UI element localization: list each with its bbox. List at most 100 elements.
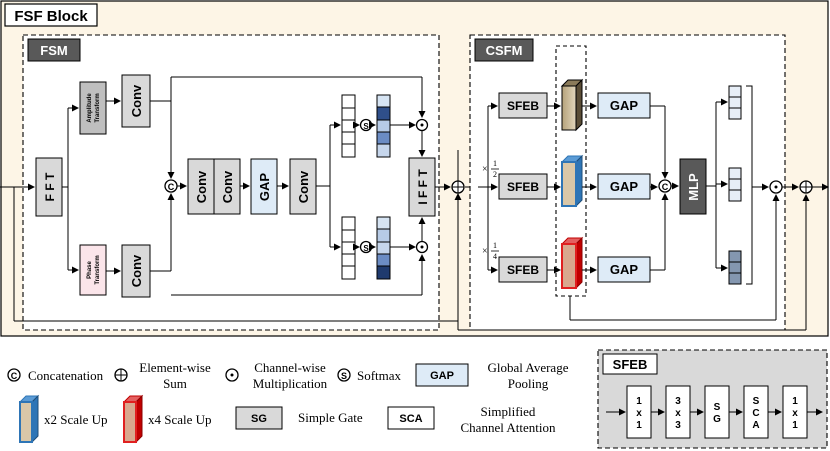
csfm-gap-2 <box>597 173 651 200</box>
fsm-bottom-attention-vector <box>376 216 391 280</box>
csfm-feature-block-3 <box>560 236 584 290</box>
svg-text:Concatenation: Concatenation <box>28 368 104 383</box>
fsm-conv1-label: Conv <box>194 170 209 203</box>
fsm-concat-label: C <box>168 182 175 192</box>
csfm-feature-group <box>555 45 587 297</box>
svg-text:Pooling: Pooling <box>508 376 549 391</box>
csfm-connections <box>457 85 829 331</box>
svg-text:Multiplication: Multiplication <box>253 376 328 391</box>
csfm-sfeb-1 <box>498 92 548 119</box>
sfeb-detail-block-1 <box>626 385 652 439</box>
fsm-top-attention-vector <box>376 94 391 158</box>
legend-sg: SG Simple Gate <box>235 406 363 430</box>
fsm-connections <box>0 76 478 322</box>
legend-element-sum: Element-wise Sum <box>114 360 211 391</box>
svg-text:Element-wise: Element-wise <box>139 360 211 375</box>
phase-label-2: Transform <box>95 255 101 284</box>
fsf-title: FSF Block <box>14 8 88 25</box>
csfm-weight-vector-1 <box>728 85 742 120</box>
csfm-gap-3 <box>597 256 651 283</box>
svg-text:SCA: SCA <box>399 413 422 425</box>
phase-conv-label: Conv <box>129 254 144 287</box>
fsm-bottom-vector <box>341 216 356 280</box>
fsm-softmax-top-label: S <box>363 122 369 131</box>
fsf-final-sum <box>799 180 813 194</box>
sfeb-detail-block-5-char: 1 <box>792 420 798 431</box>
csfm-sfeb-2-label: SFEB <box>507 180 539 194</box>
phase-conv-block <box>121 244 151 298</box>
svg-text:SG: SG <box>251 413 267 425</box>
csfm-title-box <box>474 38 534 62</box>
sfeb-detail-block-3-char: S <box>714 402 721 413</box>
svg-text:GAP: GAP <box>430 370 454 382</box>
fsm-mult-bottom <box>415 240 429 254</box>
scale-quarter-prefix: × <box>482 246 488 257</box>
sfeb-detail-block-4-char: S <box>753 396 760 407</box>
csfm-mult <box>769 180 783 194</box>
csfm-concat-label: C <box>662 182 669 192</box>
fsm-top-vector <box>341 94 356 158</box>
legend-softmax: S Softmax <box>337 368 402 383</box>
csfm-mlp-label: MLP <box>686 173 701 201</box>
fsm-conv1-block <box>187 158 215 215</box>
fsm-gap-label: GAP <box>257 173 272 202</box>
sfeb-detail-block-1-char: 1 <box>636 396 642 407</box>
sfeb-detail-block-4-char: A <box>752 420 759 431</box>
fsm-mult-top <box>415 118 429 132</box>
amplitude-transform-block <box>79 81 107 135</box>
ifft-label: I F F T <box>416 169 430 205</box>
sfeb-detail-block-5-char: 1 <box>792 396 798 407</box>
fsm-conv2-block <box>213 158 241 215</box>
amplitude-conv-label: Conv <box>129 84 144 117</box>
csfm-feature-block-2 <box>560 154 584 208</box>
fsm-softmax-bottom-label: S <box>363 244 369 253</box>
svg-text:Simplified: Simplified <box>481 404 536 419</box>
fsm-conv2-label: Conv <box>220 170 235 203</box>
sfeb-detail-block-5-char: x <box>792 408 798 419</box>
legend-concatenation: C Concatenation <box>7 368 104 383</box>
svg-text:Channel Attention: Channel Attention <box>461 420 556 435</box>
sfeb-detail-block-1-char: 1 <box>636 420 642 431</box>
csfm-weight-vector-3 <box>728 250 742 285</box>
legend-x2-scale: x2 Scale Up <box>18 394 108 444</box>
svg-text:x4 Scale Up: x4 Scale Up <box>148 412 212 427</box>
svg-text:Simple Gate: Simple Gate <box>298 410 363 425</box>
csfm-sfeb-1-label: SFEB <box>507 99 539 113</box>
svg-text:Channel-wise: Channel-wise <box>254 360 326 375</box>
svg-text:S: S <box>341 371 347 381</box>
fsm-title-box <box>27 38 81 62</box>
fsm-gap-block <box>250 158 278 215</box>
legend-channel-mult: Channel-wise Multiplication <box>225 360 328 391</box>
scale-quarter-den: 4 <box>493 252 497 261</box>
sfeb-detail-block-4 <box>743 385 769 439</box>
sfeb-detail-block-1-char: x <box>636 408 642 419</box>
scale-half-prefix: × <box>482 164 488 175</box>
svg-text:Global Average: Global Average <box>488 360 569 375</box>
phase-label-1: Phase <box>87 261 93 279</box>
csfm-gap-2-label: GAP <box>610 179 639 194</box>
fft-label: F F T <box>43 172 57 201</box>
legend-x4-scale: x4 Scale Up <box>122 394 212 444</box>
scale-half-num: 1 <box>493 159 497 168</box>
amplitude-label-2: Transform <box>95 93 101 122</box>
svg-text:Softmax: Softmax <box>357 368 402 383</box>
legend-sca: SCA Simplified Channel Attention <box>387 404 556 435</box>
fsm-conv3-label: Conv <box>296 170 311 203</box>
fsf-title-box <box>4 3 98 27</box>
phase-transform-block <box>79 244 107 296</box>
csfm-title: CSFM <box>486 43 523 58</box>
fsm-title: FSM <box>40 43 67 58</box>
legend-gap: GAP Global Average Pooling <box>415 360 569 391</box>
sfeb-detail-block-4-char: C <box>752 408 759 419</box>
scale-half-den: 2 <box>493 170 497 179</box>
sfeb-detail-block-3 <box>704 385 730 439</box>
svg-text:Sum: Sum <box>163 376 187 391</box>
amplitude-conv-block <box>121 74 151 128</box>
csfm-feature-block-1 <box>560 78 584 132</box>
csfm-sfeb-2 <box>498 173 548 200</box>
sfeb-detail-title-box <box>602 353 658 375</box>
sfeb-detail-block-2-char: x <box>675 408 681 419</box>
fsf-mid-sum <box>451 180 465 194</box>
